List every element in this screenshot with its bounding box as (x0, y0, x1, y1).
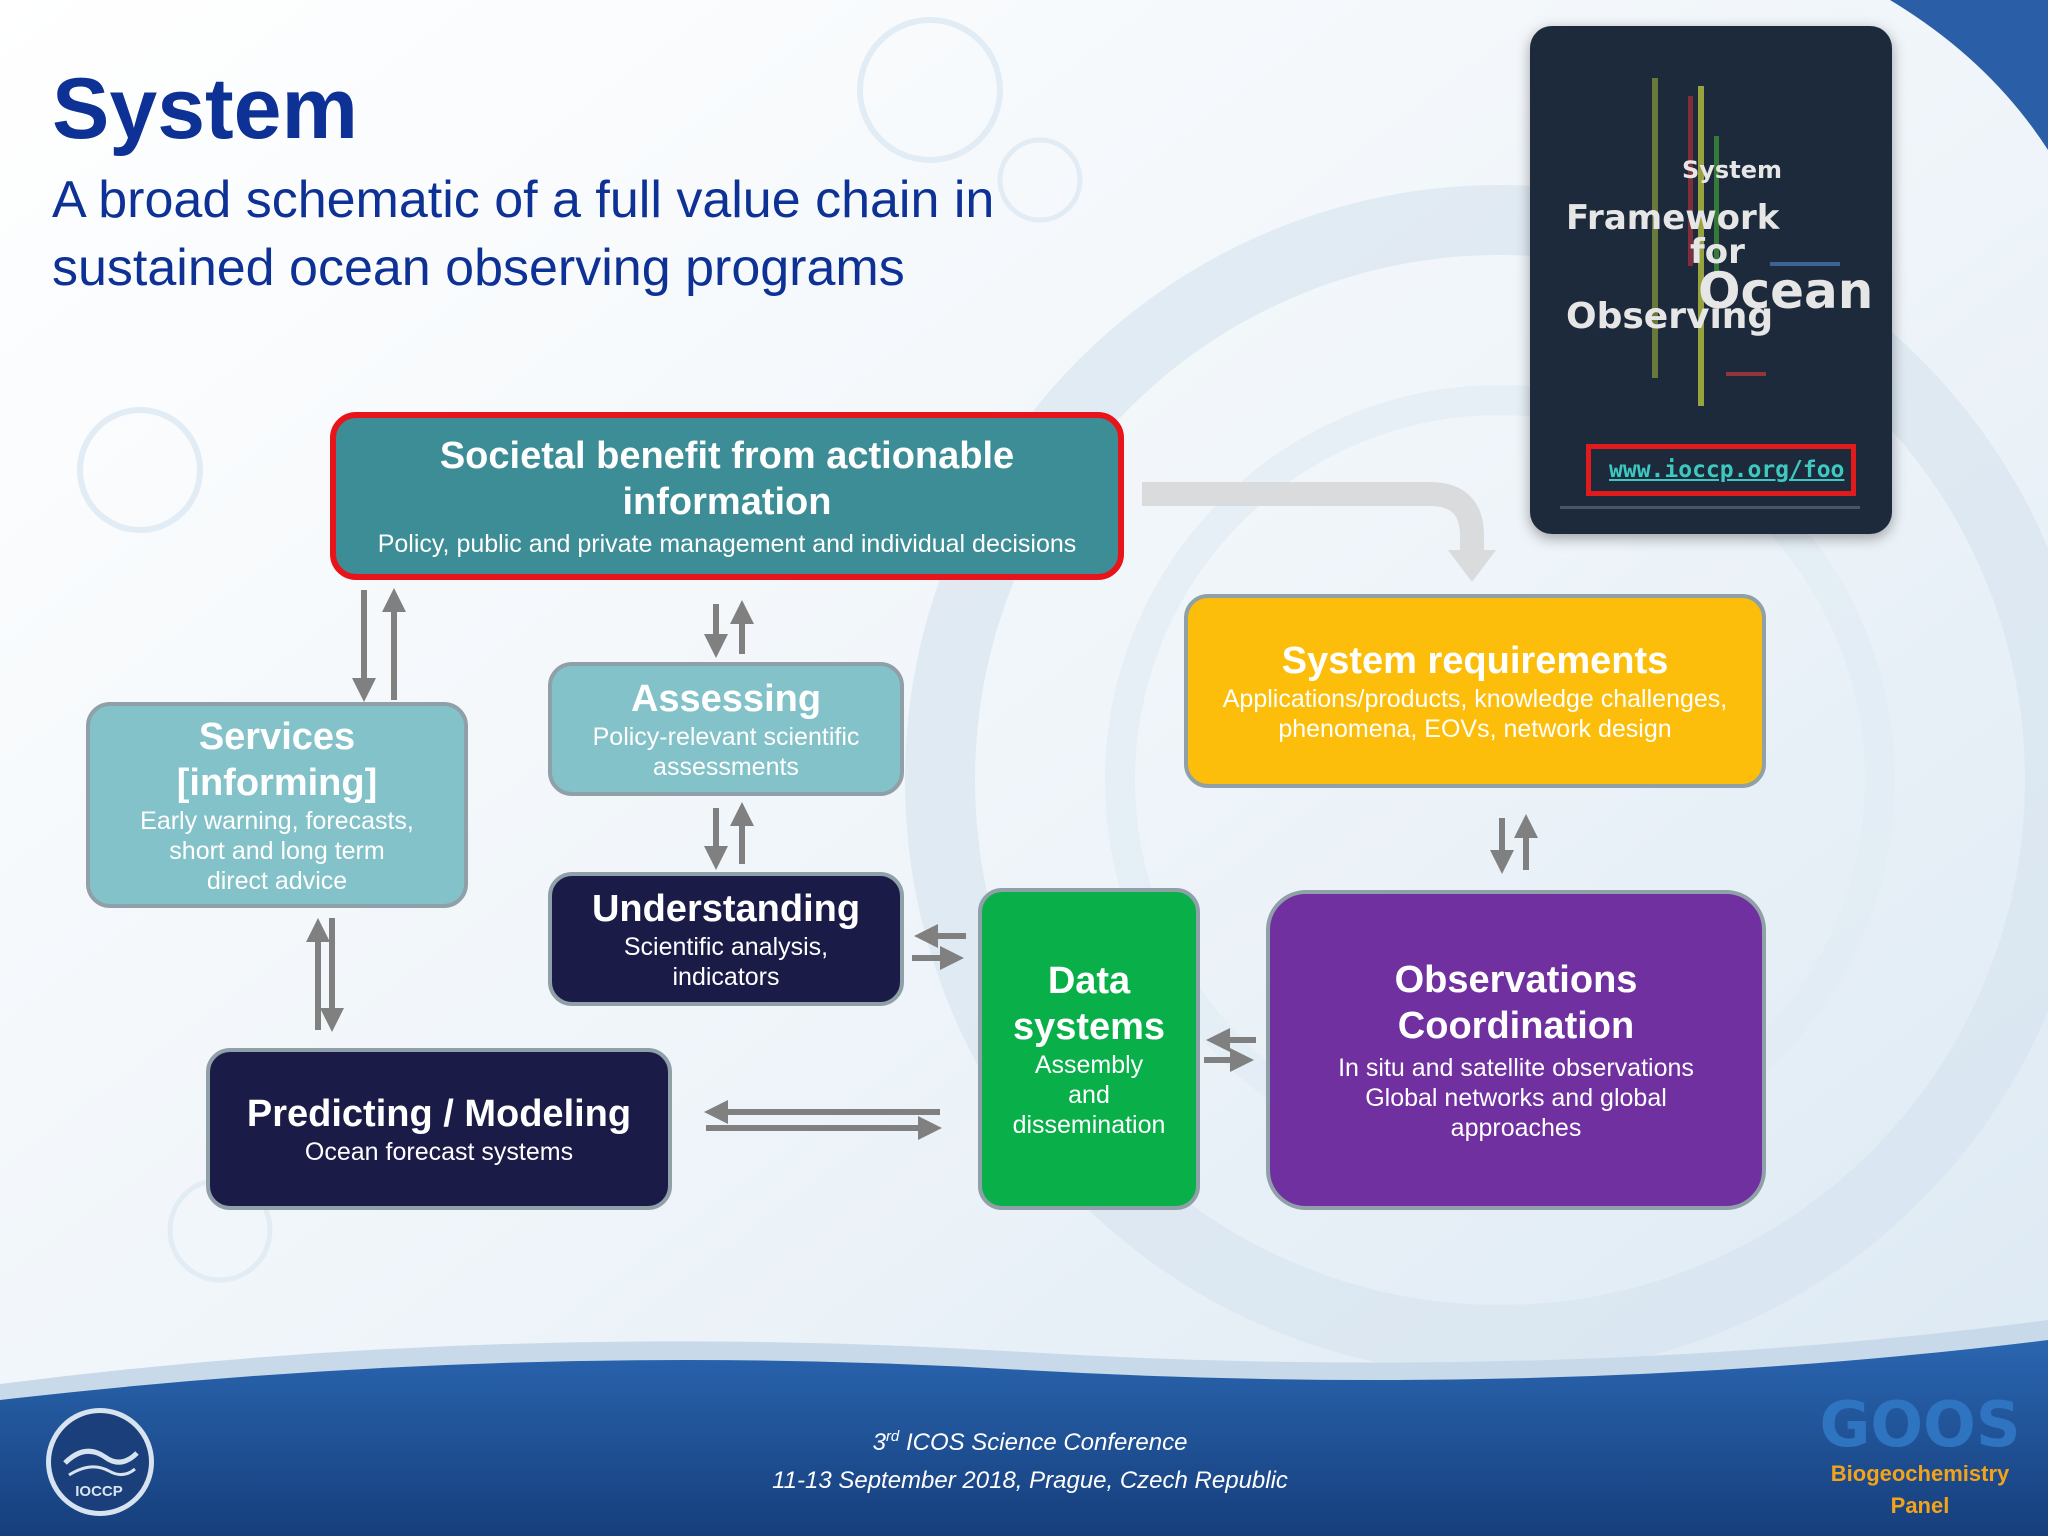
node-heading: [informing] (176, 762, 378, 804)
node-detail: In situ and satellite observations (1338, 1054, 1694, 1082)
arrow-societal-to-sysreq (1142, 482, 1484, 556)
book-word: Observing (1566, 296, 1774, 337)
node-detail: dissemination (1012, 1111, 1166, 1139)
node-predicting-modeling: Predicting / Modeling Ocean forecast sys… (206, 1048, 672, 1210)
slide-subtitle: A broad schematic of a full value chain … (52, 166, 1252, 302)
node-understanding: Understanding Scientific analysis, indic… (548, 872, 904, 1006)
subtitle-line: sustained ocean observing programs (52, 239, 905, 297)
node-heading: systems (1012, 1006, 1166, 1048)
goos-logo-icon: GOOS (1800, 1392, 2040, 1458)
node-system-requirements: System requirements Applications/product… (1184, 594, 1766, 788)
node-heading: Coordination (1397, 1005, 1635, 1047)
node-heading: information (622, 481, 832, 523)
framework-link[interactable]: www.ioccp.org/foo (1586, 444, 1856, 496)
node-detail: short and long term (169, 837, 385, 865)
panel-name: Panel (1890, 1493, 1950, 1518)
goos-biogeochemistry-panel-logo: GOOS Biogeochemistry Panel (1800, 1392, 2040, 1522)
slide-title: System (52, 61, 358, 157)
node-detail: phenomena, EOVs, network design (1278, 715, 1672, 743)
node-detail: Scientific analysis, (623, 933, 829, 961)
conference-name-line: 3rd ICOS Science Conference (700, 1418, 1360, 1462)
node-detail: indicators (672, 963, 780, 991)
conference-name: ICOS Science Conference (899, 1429, 1188, 1456)
node-data-systems: Data systems Assembly and dissemination (978, 888, 1200, 1210)
node-services: Services [informing] Early warning, fore… (86, 702, 468, 908)
book-word: Framework (1566, 198, 1780, 238)
node-detail: Assembly (1034, 1051, 1144, 1079)
conference-ordinal: 3 (872, 1429, 886, 1456)
node-heading: Assessing (630, 678, 822, 720)
node-detail: Early warning, forecasts, (140, 807, 414, 835)
footer-conference: 3rd ICOS Science Conference 11-13 Septem… (700, 1418, 1360, 1500)
conference-dates: 11-13 September 2018, Prague, Czech Repu… (772, 1467, 1288, 1494)
arrow-head-sysreq (1448, 550, 1496, 582)
framework-book-cover: System Framework for Ocean Observing www… (1530, 26, 1892, 534)
goos-logo-text: GOOS (1819, 1388, 2021, 1461)
book-word: Ocean (1698, 262, 1874, 320)
node-detail: Ocean forecast systems (304, 1138, 574, 1166)
node-detail: Applications/products, knowledge challen… (1222, 685, 1728, 713)
node-detail: Policy-relevant scientific (592, 723, 860, 751)
node-heading: Societal benefit from actionable (439, 435, 1015, 477)
node-heading: System requirements (1281, 640, 1669, 682)
ioccp-logo-text: IOCCP (75, 1483, 123, 1500)
ioccp-wave-icon (63, 1448, 139, 1477)
node-heading: Predicting / Modeling (246, 1093, 632, 1135)
ioccp-logo: IOCCP (46, 1408, 154, 1516)
book-word-cloud-decoration (1560, 78, 1860, 509)
node-heading: Understanding (591, 888, 861, 930)
conference-ordinal-suffix: rd (885, 1428, 900, 1445)
node-heading: Services (198, 716, 356, 758)
node-observations-coordination: Observations Coordination In situ and sa… (1266, 890, 1766, 1210)
node-detail: Policy, public and private management an… (377, 530, 1077, 558)
node-detail: assessments (653, 753, 799, 781)
node-detail: and (1068, 1081, 1110, 1109)
book-word: for (1690, 232, 1745, 272)
node-heading: Observations (1394, 959, 1638, 1001)
node-heading: Data (1047, 960, 1131, 1002)
node-assessing: Assessing Policy-relevant scientific ass… (548, 662, 904, 796)
node-detail: approaches (1450, 1114, 1582, 1142)
subtitle-line: A broad schematic of a full value chain … (52, 171, 995, 229)
node-detail: Global networks and global (1365, 1084, 1667, 1112)
node-societal-benefit: Societal benefit from actionable informa… (330, 412, 1124, 580)
node-detail: direct advice (206, 867, 348, 895)
book-word: System (1682, 156, 1782, 184)
panel-name: Biogeochemistry (1830, 1461, 2010, 1486)
